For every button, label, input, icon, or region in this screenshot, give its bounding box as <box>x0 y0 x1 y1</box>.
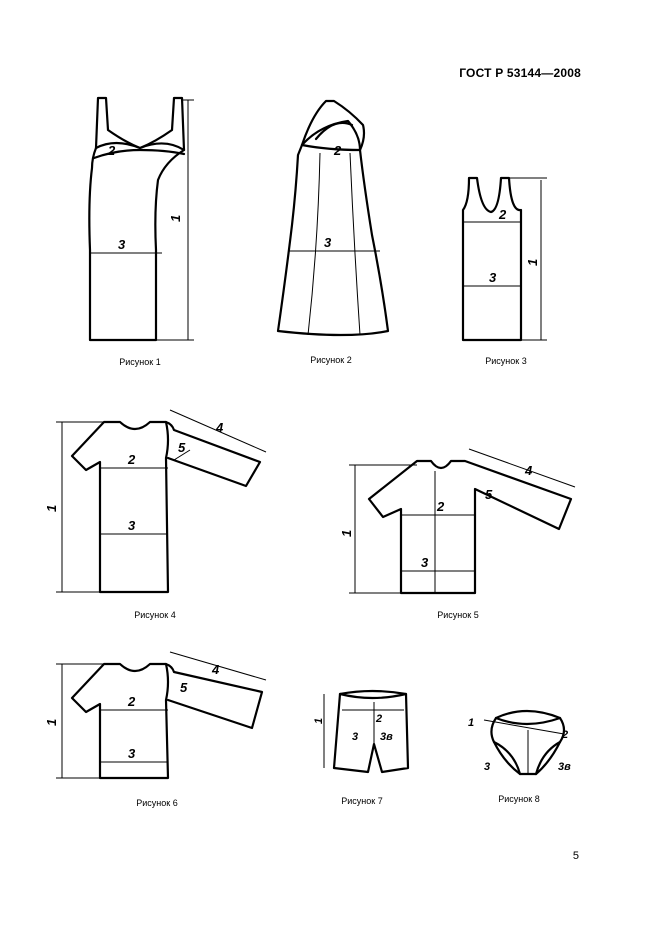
figure-8-briefs: 1 2 3 3в <box>464 700 584 790</box>
briefs-drawing: 1 2 3 3в <box>468 709 571 776</box>
label-5: 5 <box>180 680 188 695</box>
label-1: 1 <box>44 719 59 726</box>
label-2: 2 <box>498 207 507 222</box>
flared-dress-drawing: 2 3 <box>276 99 390 337</box>
label-3: 3 <box>128 518 136 533</box>
label-3: 3 <box>324 235 332 250</box>
caption-figure-7: Рисунок 7 <box>341 796 383 806</box>
label-4: 4 <box>524 463 533 478</box>
label-5: 5 <box>485 487 493 502</box>
figure-4-garment: 2 3 5 4 1 <box>40 400 280 600</box>
caption-figure-2: Рисунок 2 <box>310 355 352 365</box>
label-3v: 3в <box>380 731 393 743</box>
label-3: 3 <box>128 746 136 761</box>
label-1: 1 <box>313 718 325 724</box>
label-1: 1 <box>468 717 474 729</box>
label-3: 3 <box>489 270 497 285</box>
garment-drawing: 2 3 5 4 1 <box>339 448 576 595</box>
label-3: 3 <box>118 237 126 252</box>
label-2: 2 <box>333 143 342 158</box>
label-2: 2 <box>107 143 116 158</box>
label-1: 1 <box>168 215 183 222</box>
label-2: 2 <box>561 729 568 741</box>
label-3: 3 <box>484 761 490 773</box>
document-header: ГОСТ Р 53144—2008 <box>459 66 581 80</box>
label-1: 1 <box>525 259 540 266</box>
caption-figure-1: Рисунок 1 <box>119 357 161 367</box>
garment-drawing: 2 3 5 4 1 <box>44 409 267 594</box>
dress-drawing: 2 3 1 <box>88 96 194 342</box>
label-4: 4 <box>215 420 224 435</box>
caption-figure-6: Рисунок 6 <box>136 798 178 808</box>
label-2: 2 <box>127 694 136 709</box>
figure-3-top: 2 3 1 <box>455 172 565 347</box>
figure-6-garment: 2 3 5 4 1 <box>40 648 280 788</box>
page-number: 5 <box>572 850 579 862</box>
caption-figure-8: Рисунок 8 <box>498 794 540 804</box>
label-4: 4 <box>211 662 220 677</box>
label-3: 3 <box>352 731 358 743</box>
label-5: 5 <box>178 440 186 455</box>
garment-drawing: 2 3 5 4 1 <box>44 651 267 780</box>
label-2: 2 <box>436 499 445 514</box>
label-3: 3 <box>421 555 429 570</box>
figure-5-garment: 2 3 5 4 1 <box>339 445 595 605</box>
label-2: 2 <box>375 713 382 725</box>
figure-1-dress: 2 3 1 <box>70 90 210 350</box>
caption-figure-3: Рисунок 3 <box>485 356 527 366</box>
caption-figure-4: Рисунок 4 <box>134 610 176 620</box>
figure-7-shorts: 2 3 3в 1 <box>312 688 422 788</box>
shorts-drawing: 2 3 3в 1 <box>313 689 410 774</box>
label-1: 1 <box>44 505 59 512</box>
caption-figure-5: Рисунок 5 <box>437 610 479 620</box>
figure-2-dress: 2 3 <box>268 95 398 345</box>
label-3v: 3в <box>558 761 571 773</box>
label-2: 2 <box>127 452 136 467</box>
label-1: 1 <box>339 530 354 537</box>
top-drawing: 2 3 1 <box>461 176 547 342</box>
